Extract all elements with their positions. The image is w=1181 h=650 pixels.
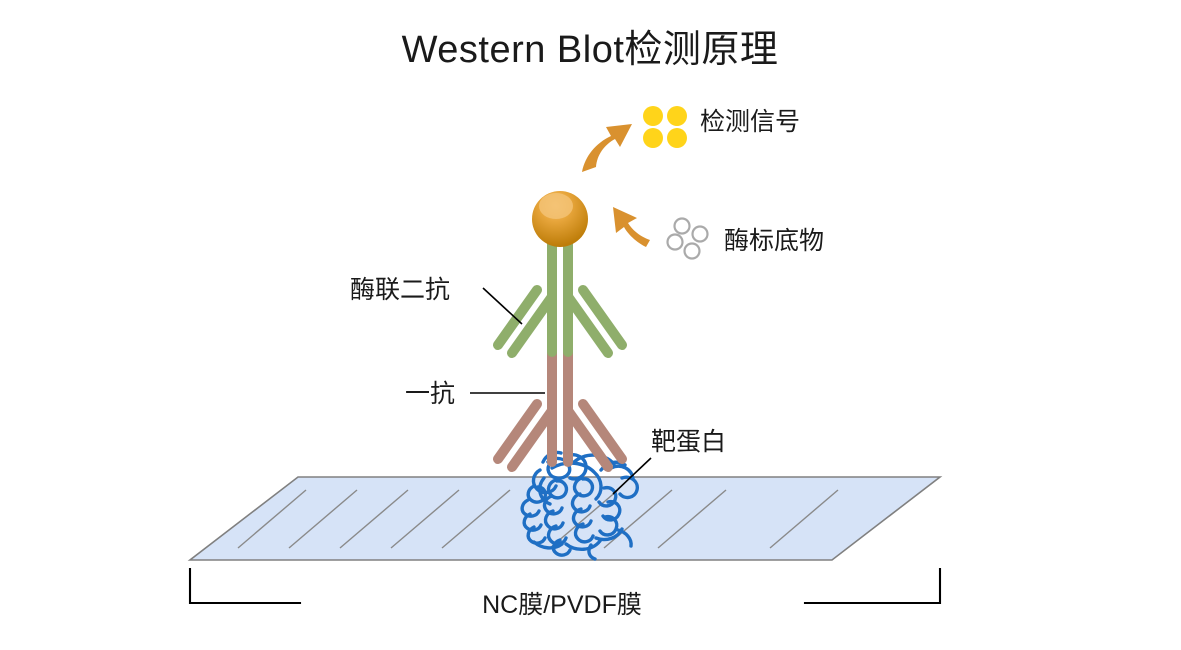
target-protein-label: 靶蛋白 [651, 428, 726, 456]
membrane-label: NC膜/PVDF膜 [482, 591, 642, 619]
membrane-bracket [188, 567, 942, 605]
detection-signal-dots [643, 106, 687, 148]
substrate-arrow [613, 207, 650, 247]
target-protein-structure [520, 450, 639, 561]
secondary-antibody-label: 酶联二抗 [350, 276, 450, 304]
enzyme-substrate-label: 酶标底物 [724, 227, 824, 255]
detection-signal-label: 检测信号 [700, 108, 800, 136]
enzyme-substrate-circles [666, 217, 709, 260]
primary-antibody [493, 347, 627, 472]
target-protein-leader-line [612, 457, 652, 495]
enzyme-sphere [532, 191, 588, 247]
primary-antibody-label: 一抗 [405, 380, 455, 408]
secondary-antibody-leader-line [482, 287, 523, 325]
membrane-lane-lines [237, 489, 839, 549]
membrane-plate [187, 476, 943, 561]
secondary-antibody [493, 233, 627, 358]
signal-arrow [582, 124, 632, 172]
diagram-title: Western Blot检测原理 [402, 29, 779, 71]
membrane-surface [187, 476, 943, 561]
